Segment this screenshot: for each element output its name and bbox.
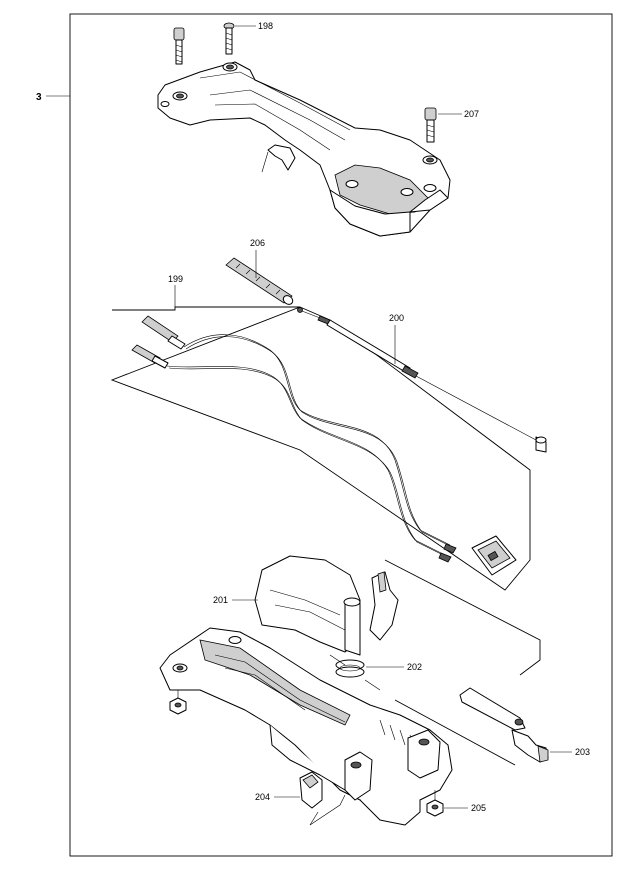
trigger-lever (343, 571, 399, 656)
tube-sleeve-206 (225, 257, 294, 305)
callout-198: 198 (258, 21, 273, 31)
nut-205 (426, 790, 444, 817)
lock-lever-203 (459, 687, 549, 763)
throttle-cover-201 (254, 555, 361, 653)
pin-guide-2 (309, 811, 319, 826)
screw-left (173, 27, 185, 65)
callout-204: 204 (255, 792, 270, 802)
throttle-cable-200 (297, 307, 547, 453)
section-label: 3 (36, 92, 42, 103)
screw-207 (424, 107, 437, 143)
lower-handle-housing (159, 627, 453, 826)
callout-202: 202 (407, 662, 422, 672)
pin-guide (309, 794, 346, 826)
spring-guide (329, 654, 381, 691)
callout-207: 207 (464, 109, 479, 119)
cable-assembly-frame (110, 285, 531, 591)
callout-205: 205 (471, 803, 486, 813)
spring-202 (335, 659, 365, 678)
diagram-frame (69, 13, 613, 857)
lever-guide-line (394, 699, 516, 766)
pin-204 (299, 771, 323, 809)
callout-201: 201 (213, 595, 228, 605)
callout-200: 200 (389, 313, 404, 323)
callout-206: 206 (250, 238, 265, 248)
callout-199: 199 (168, 274, 183, 284)
upper-handle-housing (157, 61, 451, 237)
callout-203: 203 (575, 747, 590, 757)
screw-198 (223, 22, 235, 55)
trigger-guide-frame (384, 559, 541, 676)
nut-left (169, 690, 187, 715)
wire-harness-199 (131, 315, 517, 576)
